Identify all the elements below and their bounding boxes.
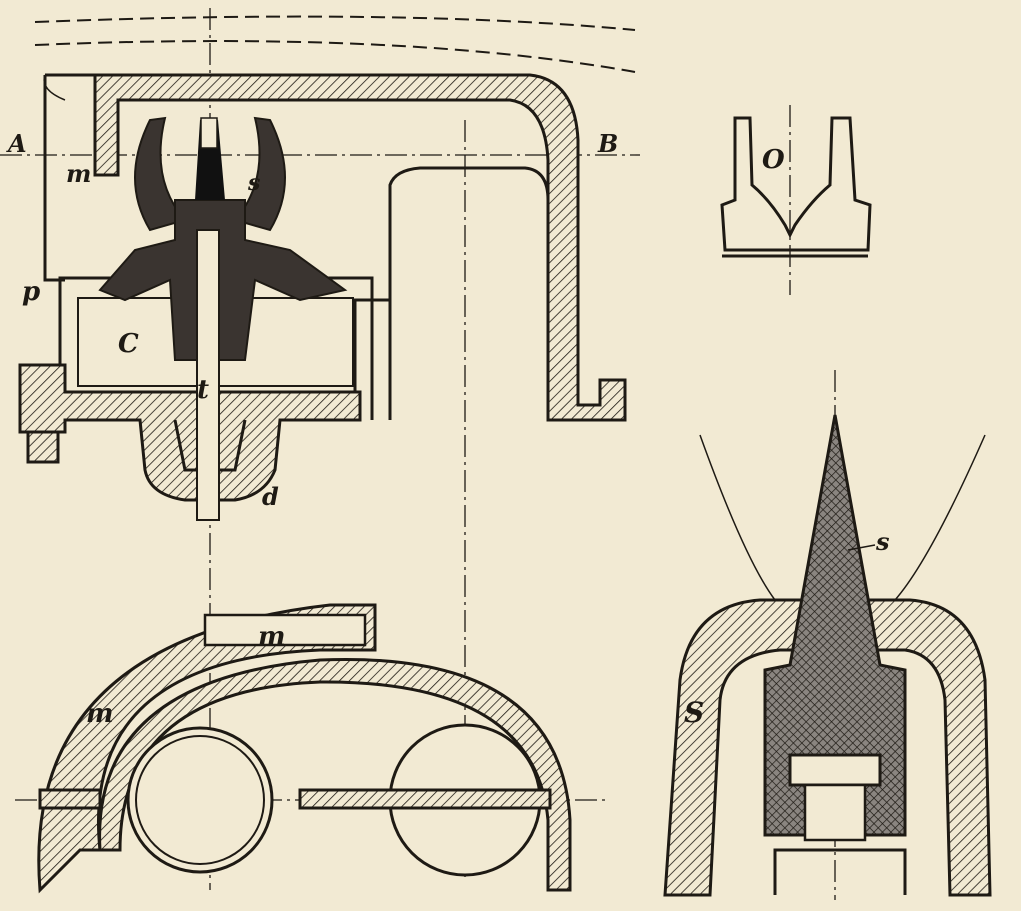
label-s-detail-tip: s	[875, 527, 890, 556]
detail-s-section	[663, 414, 992, 897]
label-s-detail-body: S	[684, 696, 704, 729]
label-d: d	[262, 482, 279, 511]
nozzle-assembly	[98, 116, 348, 521]
label-m-upper: m	[66, 159, 91, 188]
label-t: t	[197, 375, 209, 405]
dashed-outline-top	[34, 15, 636, 73]
label-s-main: s	[247, 170, 260, 196]
label-a: A	[6, 129, 27, 158]
hood-section	[43, 73, 627, 422]
plan-view	[37, 603, 572, 894]
label-b: B	[597, 129, 618, 158]
label-m-plan-top: m	[258, 622, 286, 652]
label-m-plan-left: m	[86, 699, 114, 729]
label-c: C	[118, 329, 139, 359]
label-p: p	[22, 277, 40, 307]
label-o: O	[762, 145, 785, 175]
detail-o	[720, 116, 872, 258]
